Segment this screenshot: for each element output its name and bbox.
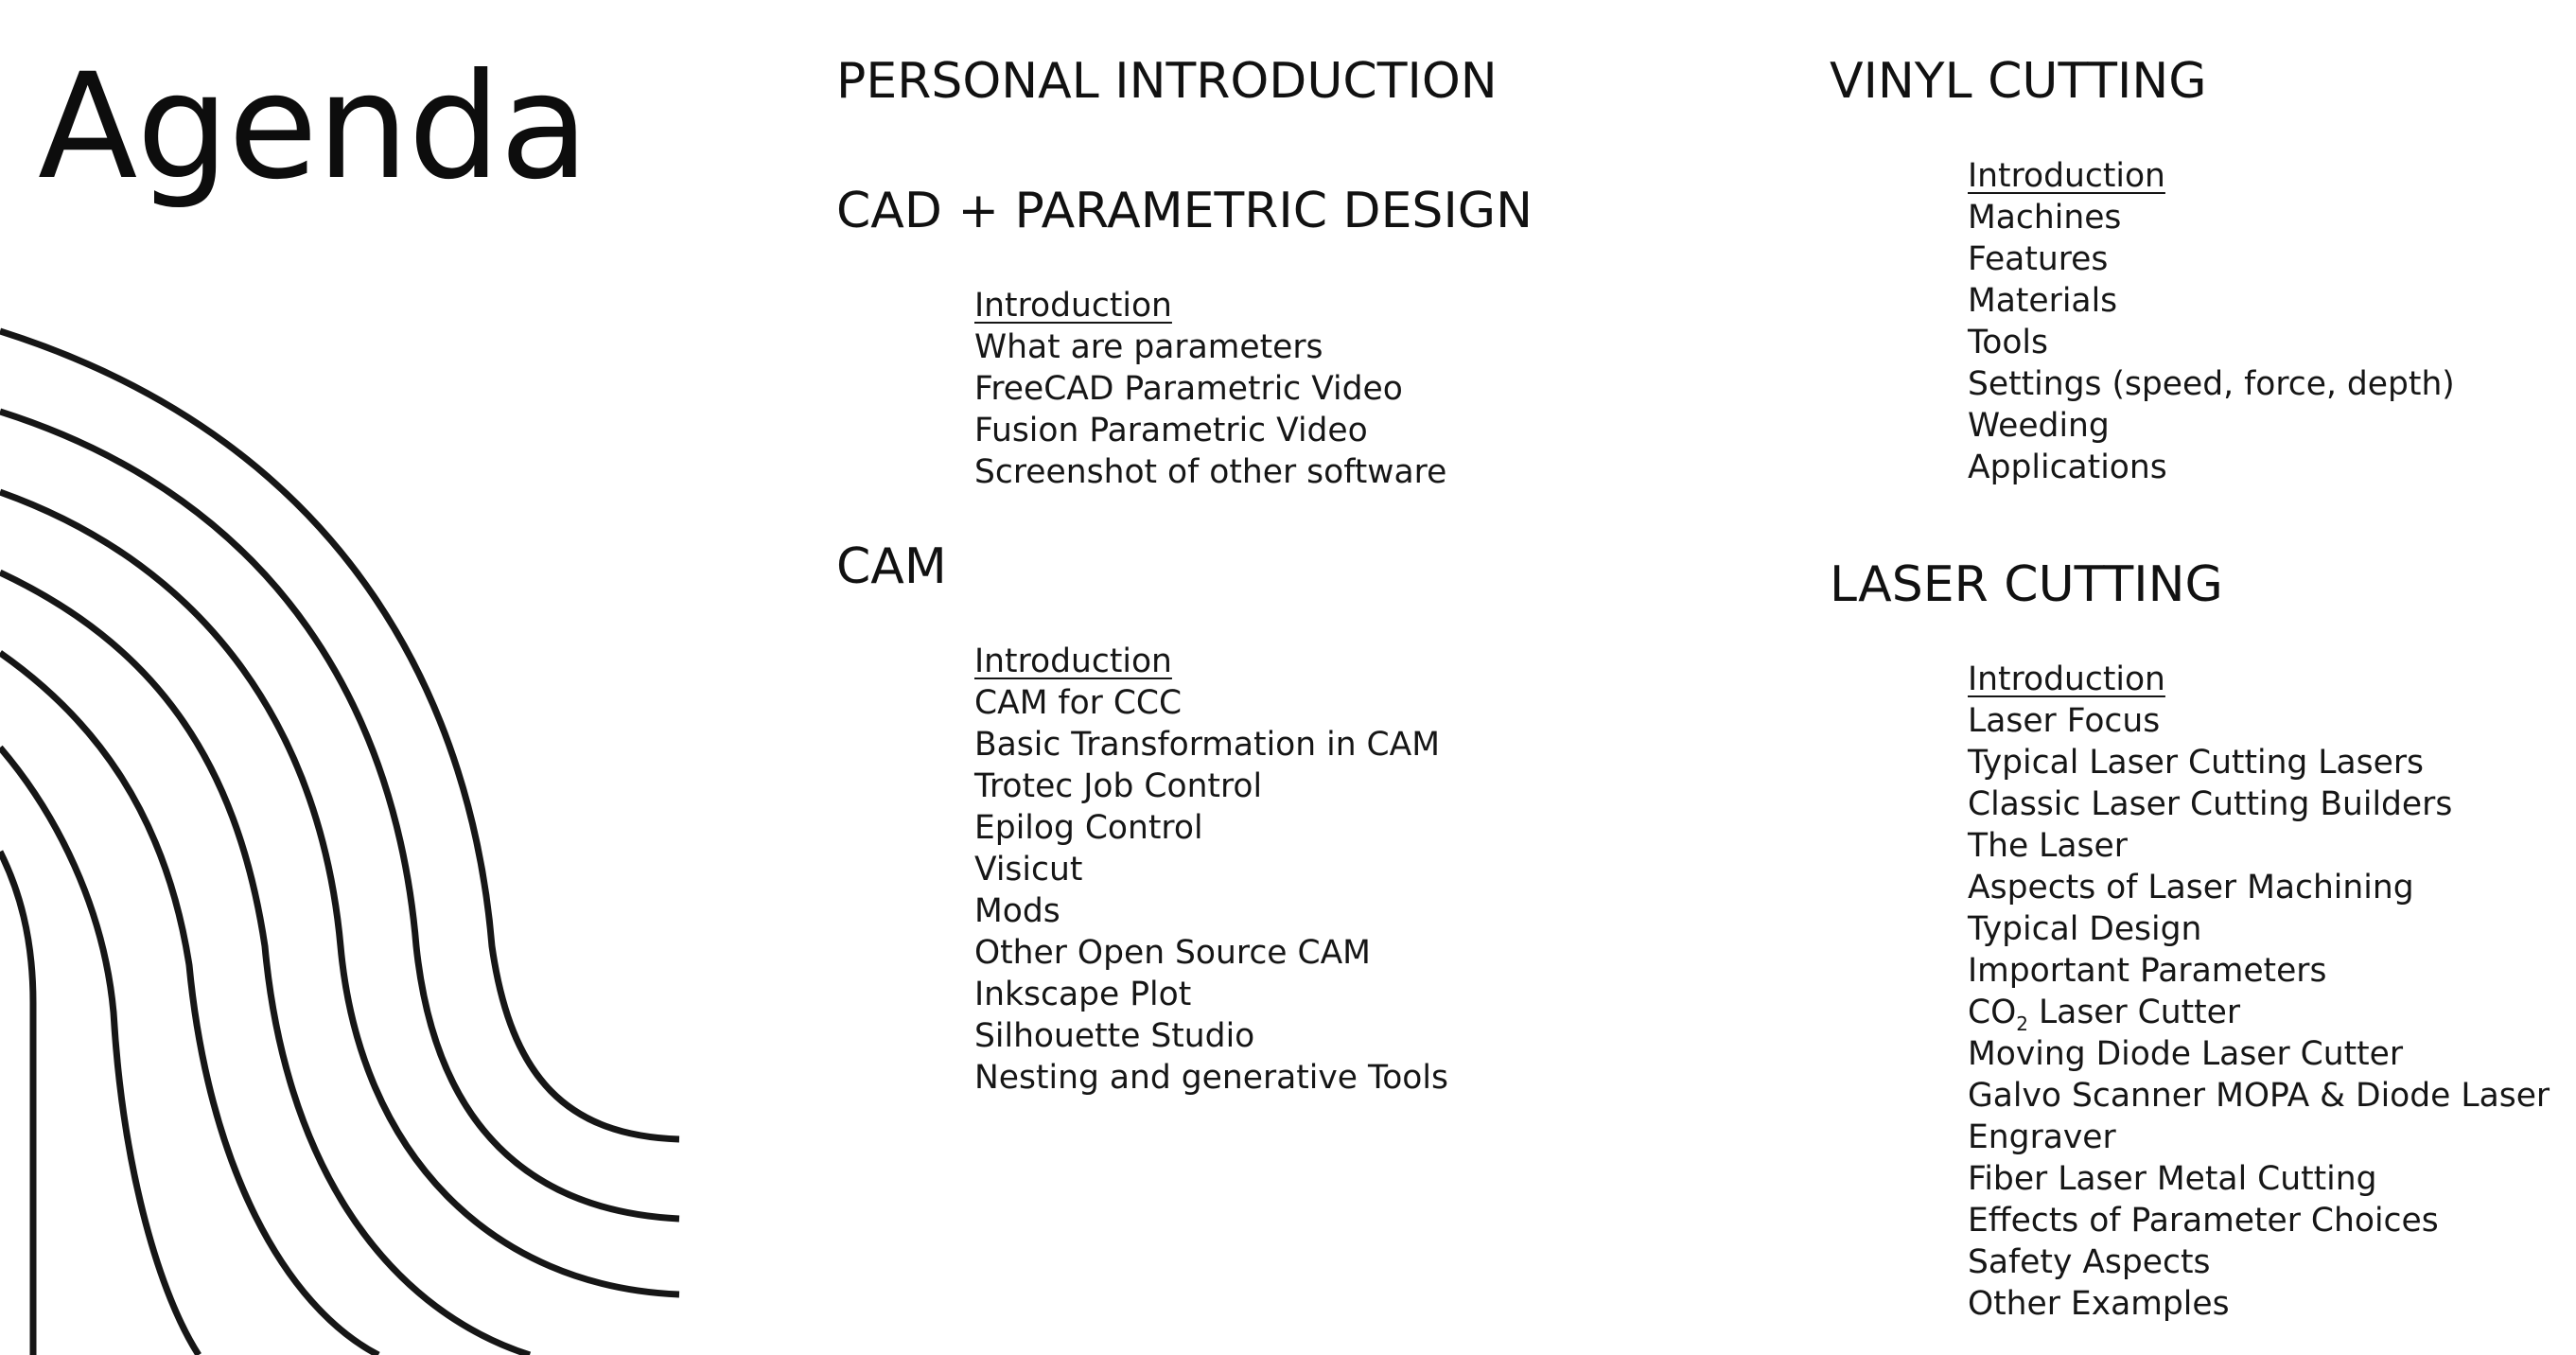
wave-line bbox=[0, 650, 380, 1355]
list-item: Laser Focus bbox=[1968, 702, 2161, 740]
list-item: What are parameters bbox=[974, 328, 1323, 366]
wave-line bbox=[0, 488, 680, 1298]
list-item: Nesting and generative Tools bbox=[974, 1059, 1448, 1097]
section-vinyl-cutting: VINYL CUTTING Introduction Machines Feat… bbox=[1830, 53, 2455, 486]
section-cam: CAM Introduction CAM for CCC Basic Trans… bbox=[836, 538, 1448, 1097]
list-item: Moving Diode Laser Cutter bbox=[1968, 1035, 2404, 1073]
list-item: Mods bbox=[974, 892, 1060, 930]
list-item: Aspects of Laser Machining bbox=[1968, 869, 2414, 906]
wave-line bbox=[0, 408, 680, 1223]
section-title: CAM bbox=[836, 538, 947, 595]
list-item: Galvo Scanner MOPA & Diode Laser bbox=[1968, 1077, 2550, 1115]
section-title: LASER CUTTING bbox=[1830, 556, 2223, 613]
list-item: Trotec Job Control bbox=[974, 767, 1263, 805]
list-item: Introduction bbox=[1968, 157, 2165, 195]
list-item: Effects of Parameter Choices bbox=[1968, 1202, 2439, 1240]
section-personal-introduction: PERSONAL INTRODUCTION bbox=[836, 57, 1498, 106]
list-item: Fusion Parametric Video bbox=[974, 412, 1368, 449]
list-item: Other Examples bbox=[1968, 1285, 2230, 1323]
vinyl-item-list: Introduction Machines Features Materials… bbox=[1968, 155, 2455, 488]
list-item: Applications bbox=[1968, 449, 2167, 486]
list-item: Introduction bbox=[1968, 660, 2165, 698]
list-item: Classic Laser Cutting Builders bbox=[1968, 785, 2453, 823]
list-item: The Laser bbox=[1968, 827, 2128, 865]
list-item: Tools bbox=[1968, 324, 2048, 361]
list-item: Typical Laser Cutting Lasers bbox=[1968, 744, 2425, 782]
section-title: PERSONAL INTRODUCTION bbox=[836, 53, 1498, 110]
list-item: Safety Aspects bbox=[1968, 1243, 2211, 1281]
list-item: Epilog Control bbox=[974, 809, 1203, 847]
list-item: Settings (speed, force, depth) bbox=[1968, 365, 2455, 403]
wave-line bbox=[0, 569, 532, 1355]
section-laser-cutting: LASER CUTTING Introduction Laser Focus T… bbox=[1830, 556, 2550, 1323]
cad-item-list: Introduction What are parameters FreeCAD… bbox=[974, 285, 1446, 493]
list-item: Engraver bbox=[1968, 1118, 2116, 1156]
list-item: Visicut bbox=[974, 851, 1083, 889]
list-item: Inkscape Plot bbox=[974, 976, 1192, 1013]
section-title: VINYL CUTTING bbox=[1830, 53, 2207, 110]
list-item: Fiber Laser Metal Cutting bbox=[1968, 1160, 2377, 1198]
co2-label: CO bbox=[1968, 994, 2017, 1031]
list-item: Basic Transformation in CAM bbox=[974, 726, 1440, 764]
list-item: CAM for CCC bbox=[974, 684, 1183, 722]
list-item: Screenshot of other software bbox=[974, 453, 1447, 491]
wave-line bbox=[0, 745, 202, 1355]
co2-rest: Laser Cutter bbox=[2038, 994, 2241, 1031]
list-item: CO2 Laser Cutter bbox=[1968, 992, 2550, 1033]
list-item: Silhouette Studio bbox=[974, 1017, 1255, 1055]
laser-item-list: Introduction Laser Focus Typical Laser C… bbox=[1968, 659, 2550, 1325]
list-item: Machines bbox=[1968, 199, 2122, 237]
list-item: FreeCAD Parametric Video bbox=[974, 370, 1403, 408]
wave-line bbox=[0, 850, 37, 1355]
list-item: Introduction bbox=[974, 287, 1172, 325]
cam-item-list: Introduction CAM for CCC Basic Transform… bbox=[974, 641, 1448, 1099]
section-title: CAD + PARAMETRIC DESIGN bbox=[836, 183, 1533, 239]
list-item: Typical Design bbox=[1968, 910, 2202, 948]
list-item: Important Parameters bbox=[1968, 952, 2327, 990]
page-title: Agenda bbox=[38, 43, 589, 212]
list-item: Materials bbox=[1968, 282, 2118, 320]
section-cad-parametric-design: CAD + PARAMETRIC DESIGN Introduction Wha… bbox=[836, 183, 1533, 491]
list-item: Features bbox=[1968, 240, 2109, 278]
list-item: Weeding bbox=[1968, 407, 2110, 445]
co2-subscript: 2 bbox=[2016, 1012, 2028, 1035]
list-item: Other Open Source CAM bbox=[974, 934, 1371, 972]
list-item: Introduction bbox=[974, 642, 1172, 680]
wave-line bbox=[0, 327, 680, 1143]
